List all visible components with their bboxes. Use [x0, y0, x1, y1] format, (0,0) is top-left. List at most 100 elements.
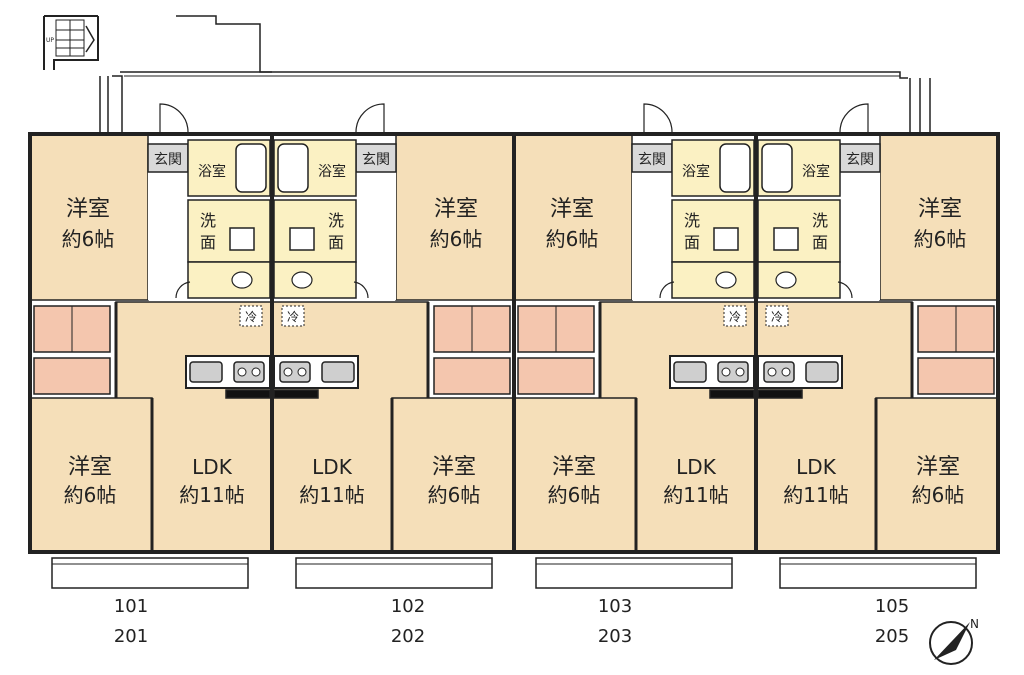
- stove-burner: [735, 367, 745, 377]
- fridge-space: [723, 305, 747, 327]
- entrance-box: [355, 143, 397, 173]
- entrance-label: 玄関: [846, 151, 874, 168]
- entrance-label: 玄関: [362, 151, 390, 168]
- bath-label: 浴室: [682, 163, 710, 180]
- unit-number-floor1: 102: [391, 596, 425, 617]
- bedroom-top-size: 約6帖: [546, 227, 599, 251]
- wash-label-2: 面: [200, 233, 216, 252]
- bedroom-bottom: [513, 397, 637, 553]
- bedroom-bottom-size: 約6帖: [912, 483, 965, 507]
- kitchen-stove: [279, 361, 311, 383]
- bedroom-bottom-size: 約6帖: [64, 483, 117, 507]
- closet-lower: [517, 357, 595, 395]
- bathtub: [235, 143, 267, 193]
- ldk-name: LDK: [676, 455, 717, 479]
- toilet-bowl: [231, 271, 253, 289]
- entry-door: [355, 103, 385, 133]
- kitchen-stove: [717, 361, 749, 383]
- wash-basin: [713, 227, 739, 251]
- compass: N: [929, 617, 979, 665]
- balcony: [779, 557, 977, 589]
- balcony: [535, 557, 733, 589]
- kitchen-stove: [763, 361, 795, 383]
- stove-burner: [251, 367, 261, 377]
- toilet-door: [837, 281, 853, 299]
- fridge-label: 冷: [287, 310, 299, 324]
- wash-room: [187, 199, 271, 263]
- stove-burner: [237, 367, 247, 377]
- bedroom-bottom-size: 約6帖: [428, 483, 481, 507]
- entrance-box: [839, 143, 881, 173]
- kitchen-sink: [321, 361, 355, 383]
- kitchen-wall: [273, 389, 319, 399]
- wash-room: [671, 199, 755, 263]
- fridge-label: 冷: [245, 310, 257, 324]
- bath-label: 浴室: [318, 163, 346, 180]
- toilet-bowl: [291, 271, 313, 289]
- bath-label: 浴室: [802, 163, 830, 180]
- unit-layout: [512, 103, 758, 589]
- unit-number-floor2: 202: [391, 626, 425, 647]
- wash-room: [273, 199, 357, 263]
- stove-burner: [767, 367, 777, 377]
- kitchen-wall: [225, 389, 271, 399]
- bathtub: [277, 143, 309, 193]
- toilet-room: [187, 261, 271, 299]
- stove-burner: [721, 367, 731, 377]
- kitchen-sink: [189, 361, 223, 383]
- toilet-room: [757, 261, 841, 299]
- wash-label-1: 洗: [200, 211, 216, 230]
- kitchen-wall: [709, 389, 755, 399]
- bathtub: [719, 143, 751, 193]
- entry-door: [839, 103, 869, 133]
- wash-label-1: 洗: [328, 211, 344, 230]
- entrance-label: 玄関: [638, 151, 666, 168]
- fridge-label: 冷: [771, 310, 783, 324]
- stairs: UP: [43, 15, 99, 70]
- wash-label-1: 洗: [812, 211, 828, 230]
- unit-layout: [754, 103, 1000, 589]
- wash-label-2: 面: [812, 233, 828, 252]
- balcony: [295, 557, 493, 589]
- closet-lower: [433, 357, 511, 395]
- bedroom-bottom: [29, 397, 153, 553]
- bedroom-top-name: 洋室: [550, 197, 594, 222]
- bedroom-top-size: 約6帖: [62, 227, 115, 251]
- ldk-size: 約11帖: [179, 483, 244, 507]
- ldk-size: 約11帖: [783, 483, 848, 507]
- bedroom-top: [513, 133, 633, 301]
- ldk-size: 約11帖: [299, 483, 364, 507]
- corridor-outline: [99, 15, 931, 132]
- wash-label-2: 面: [328, 233, 344, 252]
- entrance-label: 玄関: [154, 151, 182, 168]
- ldk-name: LDK: [192, 455, 233, 479]
- unit-number-floor1: 105: [875, 596, 909, 617]
- unit-number-floor1: 103: [598, 596, 632, 617]
- hallway: [356, 170, 396, 300]
- bedroom-bottom-name: 洋室: [68, 455, 112, 480]
- fridge-label: 冷: [729, 310, 741, 324]
- toilet-bowl: [715, 271, 737, 289]
- bedroom-top-size: 約6帖: [430, 227, 483, 251]
- bedroom-top: [395, 133, 515, 301]
- unit-layout: [270, 103, 516, 589]
- wash-room: [757, 199, 841, 263]
- bedroom-bottom-name: 洋室: [552, 455, 596, 480]
- toilet-door: [175, 281, 191, 299]
- entry-door: [643, 103, 673, 133]
- hallway: [632, 170, 672, 300]
- bedroom-top: [29, 133, 149, 301]
- closet-lower: [33, 357, 111, 395]
- kitchen-sink: [805, 361, 839, 383]
- toilet-door: [659, 281, 675, 299]
- unit-number-floor2: 201: [114, 626, 148, 647]
- kitchen-sink: [673, 361, 707, 383]
- entry-door: [159, 103, 189, 133]
